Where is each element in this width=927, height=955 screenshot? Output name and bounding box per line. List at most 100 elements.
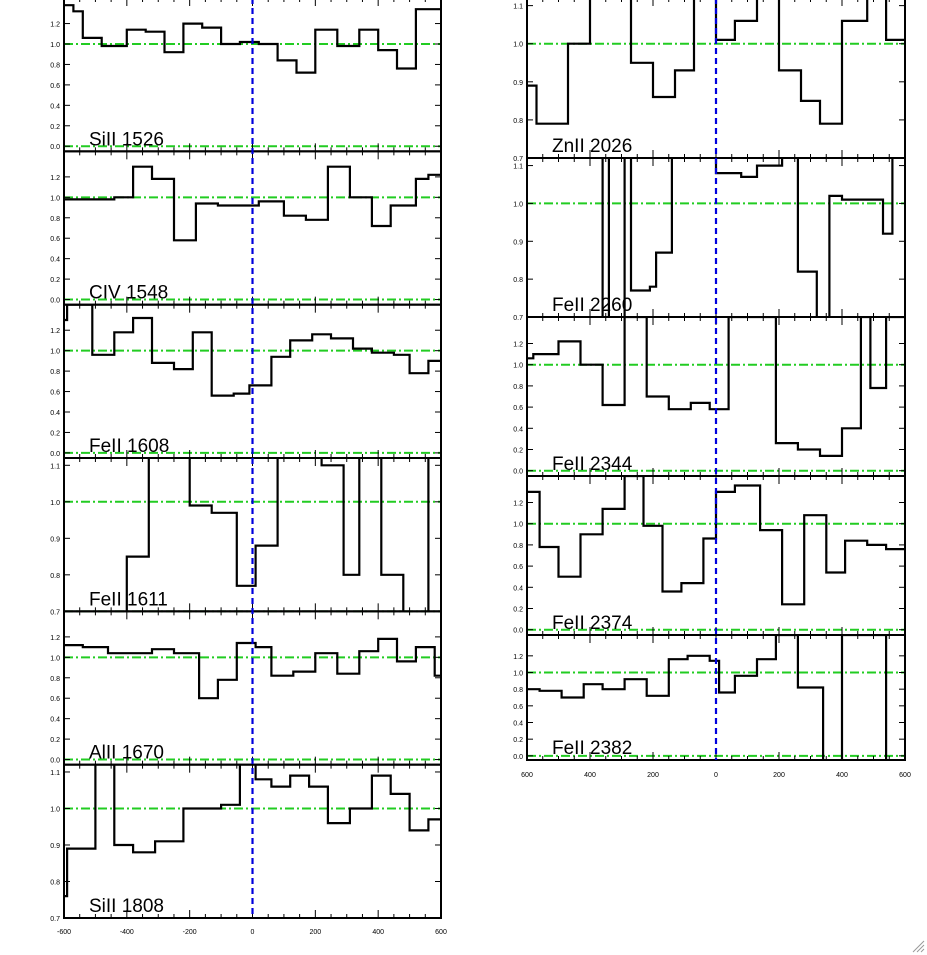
panel-label: FeII 2344	[552, 454, 633, 475]
x-tick-label: 600	[435, 929, 447, 936]
y-tick-label: 0.2	[50, 737, 60, 744]
panel-label: FeII 2382	[552, 738, 632, 759]
y-tick-label: 0.7	[513, 156, 523, 163]
y-tick-label: 0.4	[513, 585, 523, 592]
resize-grip-icon[interactable]	[911, 939, 925, 953]
y-tick-label: 0.2	[50, 277, 60, 284]
y-tick-label: 0.0	[50, 144, 60, 151]
y-tick-label: 0.0	[50, 758, 60, 765]
y-tick-label: 1.2	[50, 328, 60, 335]
y-tick-label: 0.6	[513, 405, 523, 412]
panel-label: FeII 2260	[552, 295, 632, 316]
spectrum-line	[527, 317, 905, 457]
y-tick-label: 0.4	[50, 717, 60, 724]
y-tick-label: 0.7	[513, 315, 523, 322]
y-tick-label: 0.6	[50, 83, 60, 90]
x-tick-label: 600	[899, 772, 911, 779]
spectrum-line	[601, 158, 894, 317]
y-tick-label: 0.9	[50, 536, 60, 543]
x-tick-label: 0	[714, 772, 718, 779]
y-tick-label: 1.2	[513, 654, 523, 661]
panel-label: FeII 1611	[89, 589, 168, 610]
y-tick-label: 0.8	[50, 573, 60, 580]
y-tick-label: 1.1	[513, 164, 523, 171]
y-tick-label: 1.2	[513, 342, 523, 349]
y-tick-label: 0.8	[513, 687, 523, 694]
y-tick-label: 1.0	[50, 500, 60, 507]
panel-label: ZnII 2026	[552, 136, 632, 157]
spectrum-line	[64, 4, 441, 74]
y-tick-label: 1.2	[513, 501, 523, 508]
x-tick-label: 400	[836, 772, 848, 779]
y-tick-label: 1.0	[513, 671, 523, 678]
panel-label: SiII 1526	[89, 129, 164, 150]
y-tick-label: 0.9	[513, 80, 523, 87]
y-tick-label: 1.0	[513, 42, 523, 49]
y-tick-label: 0.2	[513, 607, 523, 614]
y-tick-label: 1.2	[50, 175, 60, 182]
y-tick-label: 1.2	[50, 22, 60, 29]
y-tick-label: 1.0	[50, 349, 60, 356]
panel-label: CIV 1548	[89, 283, 168, 304]
panel-frame	[63, 763, 442, 920]
y-tick-label: 0.7	[50, 609, 60, 616]
y-tick-label: 1.0	[50, 42, 60, 49]
y-tick-label: 0.2	[50, 430, 60, 437]
y-tick-label: 1.1	[50, 770, 60, 777]
y-tick-label: 1.0	[50, 195, 60, 202]
y-tick-label: 0.8	[50, 62, 60, 69]
y-tick-label: 0.8	[50, 216, 60, 223]
y-tick-label: 0.2	[50, 124, 60, 131]
x-tick-label: 600	[521, 772, 533, 779]
y-tick-label: 1.1	[50, 463, 60, 470]
x-tick-label: 200	[309, 929, 321, 936]
y-tick-label: 0.7	[50, 916, 60, 923]
y-tick-label: 0.0	[50, 451, 60, 458]
y-tick-label: 0.8	[513, 543, 523, 550]
y-tick-label: 0.8	[513, 118, 523, 125]
x-tick-label: 400	[372, 929, 384, 936]
y-tick-label: 0.8	[50, 879, 60, 886]
y-tick-label: 1.2	[50, 635, 60, 642]
y-tick-label: 0.6	[513, 564, 523, 571]
y-tick-label: 0.6	[50, 236, 60, 243]
spectrum-line	[64, 304, 441, 397]
spectrum-line	[125, 458, 430, 612]
y-tick-label: 0.0	[50, 298, 60, 305]
y-tick-label: 0.8	[50, 676, 60, 683]
y-tick-label: 1.1	[513, 4, 523, 11]
y-tick-label: 1.0	[513, 363, 523, 370]
y-tick-label: 0.6	[50, 390, 60, 397]
x-tick-label: 0	[251, 929, 255, 936]
x-tick-label: 200	[773, 772, 785, 779]
spectrum-line	[64, 637, 441, 700]
spectrum-line	[64, 764, 441, 898]
y-tick-label: 0.9	[513, 239, 523, 246]
x-tick-label: -200	[183, 929, 197, 936]
y-tick-label: 1.0	[50, 655, 60, 662]
y-tick-label: 0.8	[513, 277, 523, 284]
panel-label: SiII 1808	[89, 896, 164, 917]
x-tick-label: -600	[57, 929, 71, 936]
y-tick-label: 0.4	[50, 257, 60, 264]
y-tick-label: 1.0	[513, 201, 523, 208]
x-tick-label: 200	[647, 772, 659, 779]
x-tick-label: 400	[584, 772, 596, 779]
x-tick-label: -400	[120, 929, 134, 936]
panel-label: AlII 1670	[89, 743, 164, 764]
spectrum-line	[527, 635, 888, 760]
y-tick-label: 1.0	[513, 522, 523, 529]
y-tick-label: 0.4	[513, 426, 523, 433]
y-tick-label: 0.9	[50, 843, 60, 850]
